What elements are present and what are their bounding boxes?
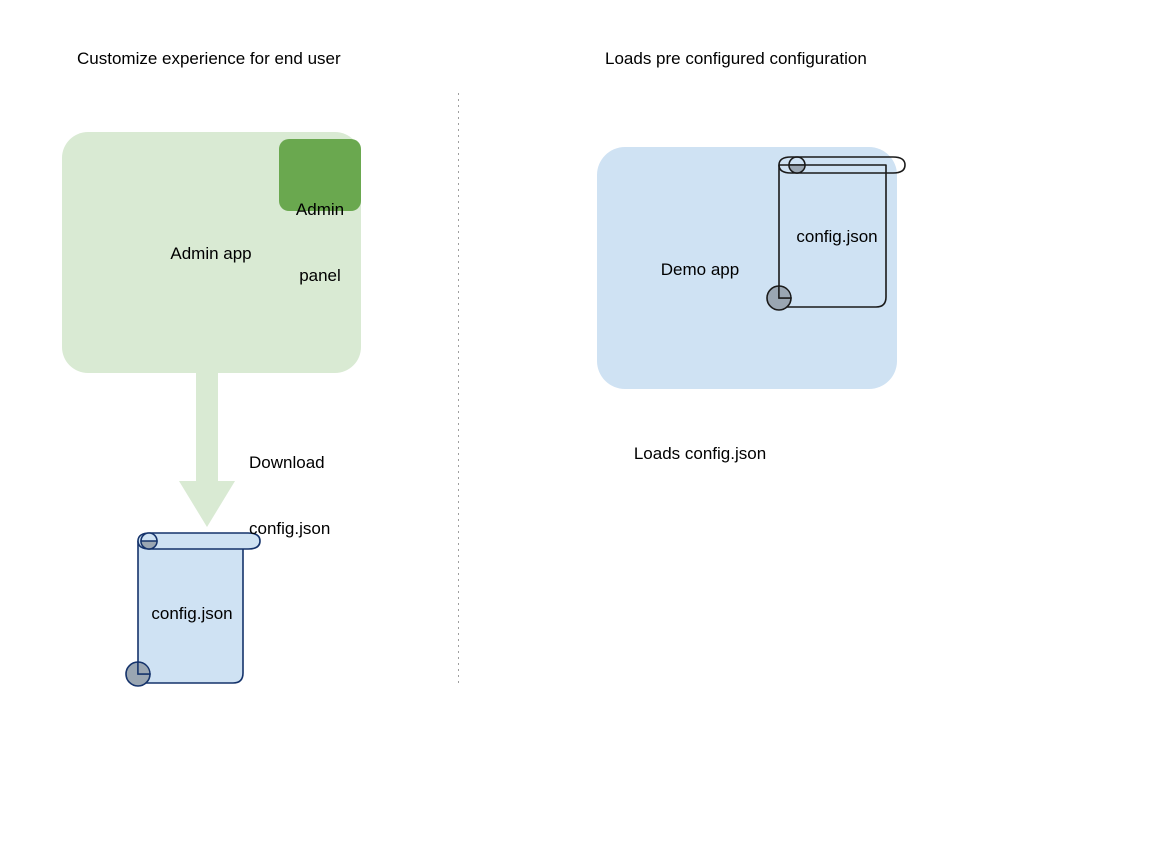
admin-panel-box[interactable] — [279, 139, 361, 211]
admin-panel-label-line1: Admin — [295, 200, 345, 219]
right-document-bottom-curl-edge — [778, 285, 792, 299]
demo-app-label: Demo app — [660, 260, 740, 279]
left-section-title: Customize experience for end user — [77, 49, 341, 68]
left-document-bottom-curl — [125, 661, 151, 687]
left-document-top-roll — [137, 532, 261, 550]
download-arrow — [179, 373, 235, 527]
left-document-body — [137, 540, 244, 684]
right-document-top-knob-shade — [788, 164, 806, 174]
demo-app-box[interactable] — [597, 147, 897, 389]
admin-panel-label: Admin panel — [275, 155, 365, 331]
right-document-bottom-curl — [766, 285, 792, 311]
right-section-title: Loads pre configured configuration — [605, 49, 867, 68]
right-document-label: config.json — [796, 227, 878, 246]
loads-config-caption: Loads config.json — [633, 444, 767, 463]
download-arrow-label-line2: config.json — [249, 519, 331, 538]
left-document-bottom-curl-edge — [137, 661, 151, 675]
admin-app-label: Admin app — [170, 244, 252, 263]
download-arrow-label: Download config.json — [249, 408, 330, 584]
left-document-top-knob-shade — [140, 540, 158, 550]
right-document-body — [778, 164, 887, 308]
left-document-label: config.json — [151, 604, 233, 623]
download-arrow-label-line1: Download — [249, 453, 325, 472]
right-document-top-roll — [778, 156, 906, 174]
admin-panel-label-line2: panel — [299, 266, 341, 285]
